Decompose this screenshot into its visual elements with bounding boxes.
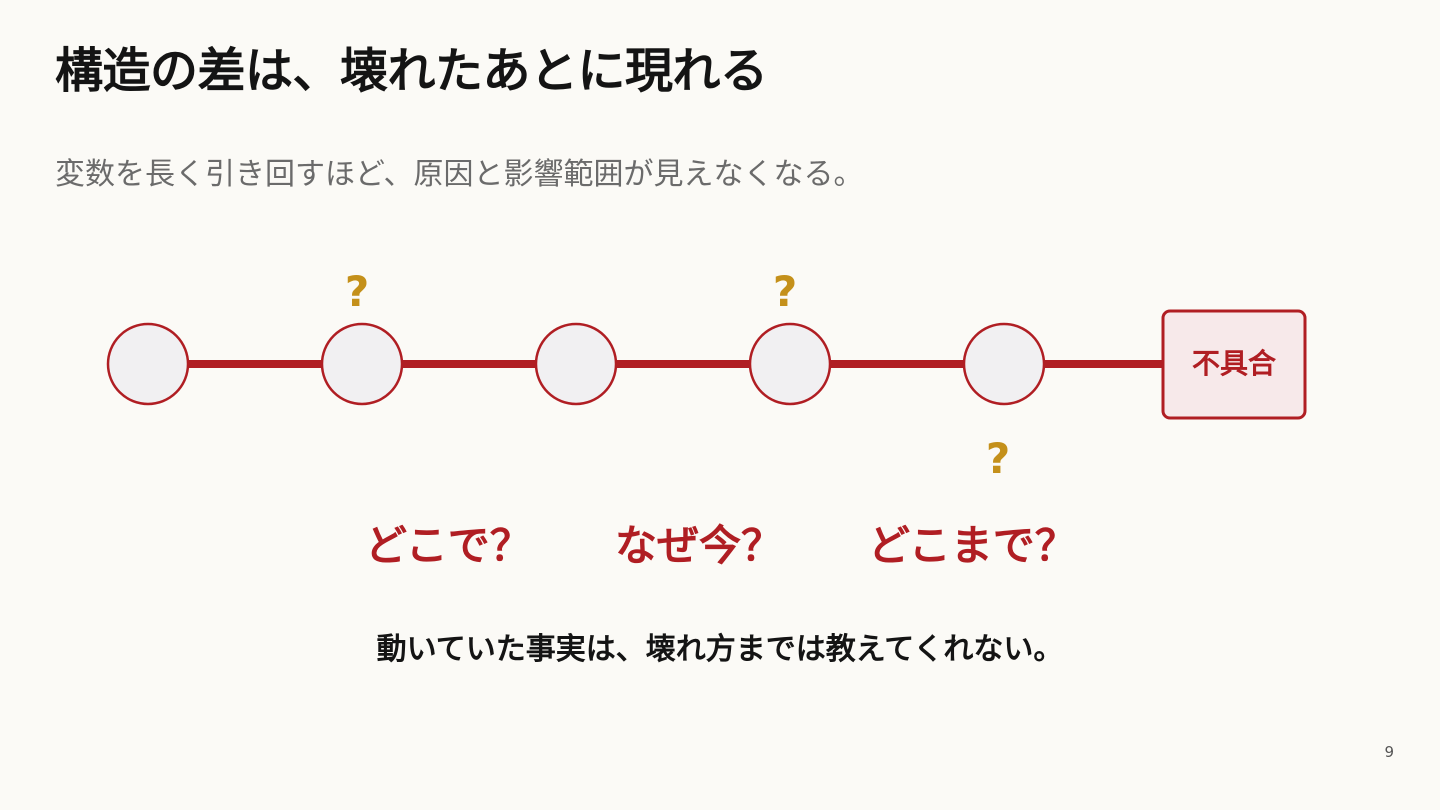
bug-box: [1161, 309, 1307, 420]
chain-node-2: [320, 322, 404, 406]
page-number: 9: [1384, 743, 1394, 761]
bug-box-label: 不具合: [1192, 347, 1277, 380]
question-why-now: なぜ今？: [615, 521, 784, 570]
slide-title: 構造の差は、壊れたあとに現れる: [55, 43, 768, 99]
chain-node-1: [106, 322, 190, 406]
question-mark-node-2: ?: [345, 267, 369, 316]
question-how-far: どこまで？: [868, 521, 1077, 570]
question-row: どこで？ なぜ今？ どこまで？: [0, 516, 1440, 576]
question-mark-node-4: ?: [773, 267, 797, 316]
question-mark-node-5: ?: [986, 434, 1010, 483]
chain-node-4: [748, 322, 832, 406]
conclusion-text: 動いていた事実は、壊れ方までは教えてくれない。: [376, 632, 1064, 667]
chain-node-5: [962, 322, 1046, 406]
question-where: どこで？: [365, 521, 532, 570]
chain-node-3: [534, 322, 618, 406]
slide-subtitle: 変数を長く引き回すほど、原因と影響範囲が見えなくなる。: [55, 157, 864, 192]
